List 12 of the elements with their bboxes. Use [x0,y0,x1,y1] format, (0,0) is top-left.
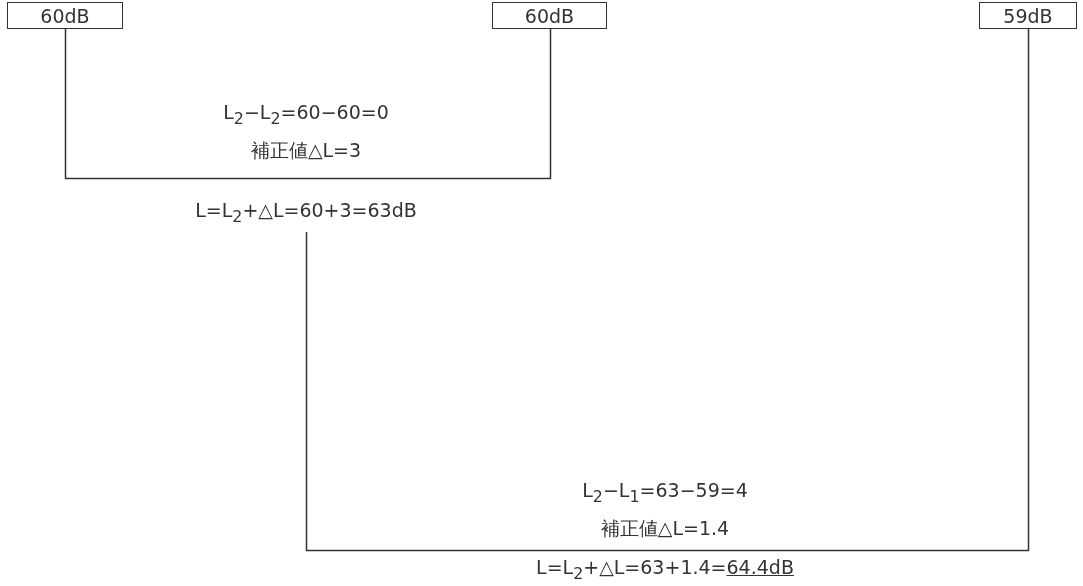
value-box: 60dB [7,2,123,29]
final-value: 64.4dB [726,556,794,578]
bracket-line [64,28,552,180]
value-box: 60dB [492,2,607,29]
difference-text: L$_{2}$−L$_{2}$=60−60=0 [223,100,389,130]
correction-text: 補正値△L=3 [250,138,362,162]
result-text: L=L$_{2}$+△L=63+1.4= [536,556,727,578]
bracket-line [305,28,1030,552]
result-text: L=L$_{2}$+△L=60+3=63dB [195,198,417,232]
correction-text: 補正値△L=1.4 [600,516,730,540]
difference-text: L$_{2}$−L$_{1}$=63−59=4 [582,478,748,508]
value-box: 59dB [979,2,1077,29]
